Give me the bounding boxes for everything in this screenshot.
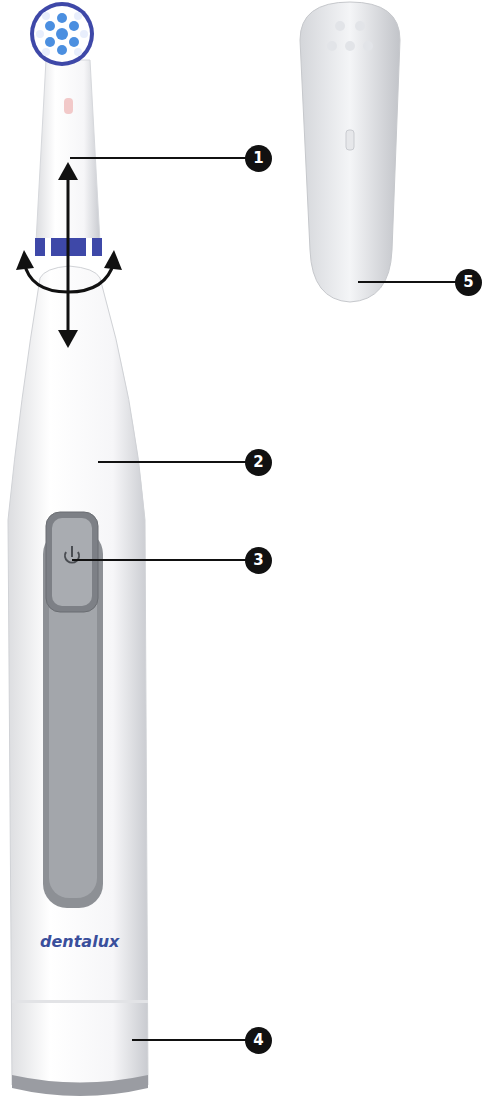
brand-logo: dentalux xyxy=(40,932,119,951)
callout-number: 4 xyxy=(245,1027,272,1054)
callout-number: 3 xyxy=(245,547,272,574)
callout-number: 2 xyxy=(245,449,272,476)
callout-number: 5 xyxy=(455,269,482,296)
callout-number: 1 xyxy=(245,145,272,172)
